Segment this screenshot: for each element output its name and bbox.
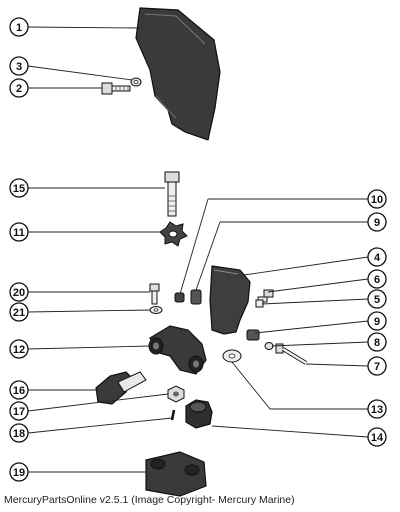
svg-text:7: 7 [374,361,380,373]
svg-text:15: 15 [13,183,25,195]
svg-text:6: 6 [374,274,380,286]
callout-11: 11 [9,222,29,242]
callout-7: 7 [367,356,387,376]
svg-text:2: 2 [16,83,22,95]
callout-8: 8 [367,332,387,352]
svg-text:11: 11 [13,227,25,239]
svg-text:3: 3 [16,61,22,73]
part-4-bracket [209,265,251,335]
callout-14: 14 [367,427,387,447]
callout-1: 1 [9,17,29,37]
svg-text:1: 1 [16,22,22,34]
part-9-bushing-upper [190,289,202,305]
svg-text:8: 8 [374,337,380,349]
part-10-nut [174,292,185,303]
svg-text:18: 18 [13,428,25,440]
part-11-star-washer [159,221,188,247]
part-8-washer [264,342,274,350]
svg-text:13: 13 [371,404,383,416]
part-3-washer [130,77,142,87]
part-20-bolt [149,283,160,305]
part-13-washer [222,349,242,363]
callout-6: 6 [367,269,387,289]
callout-5: 5 [367,289,387,309]
callout-13: 13 [367,399,387,419]
part-18-pin [170,409,176,421]
part-14-mount [185,399,213,429]
leader-lines [27,26,369,473]
svg-text:4: 4 [374,252,381,264]
callout-2: 2 [9,78,29,98]
part-17-nut [167,385,185,403]
part-9-bushing-lower [246,329,260,341]
callout-4: 4 [367,247,387,267]
part-15-bolt [164,171,180,217]
callout-3: 3 [9,56,29,76]
callout-9-upper: 9 [367,212,387,232]
part-16-swivel [95,371,147,405]
part-5-screw [255,299,264,308]
callout-10: 10 [367,189,387,209]
part-12-yoke [148,325,207,375]
svg-text:9: 9 [374,316,380,328]
callout-9-lower: 9 [367,311,387,331]
callout-19: 19 [9,462,29,482]
svg-text:19: 19 [13,467,25,479]
callout-17: 17 [9,401,29,421]
callout-15: 15 [9,178,29,198]
callout-12: 12 [9,339,29,359]
part-7-bolt [275,343,308,365]
svg-text:5: 5 [374,294,380,306]
image-caption: MercuryPartsOnline v2.5.1 (Image Copyrig… [4,494,295,506]
callout-10-text: 10 [371,194,383,206]
callout-14-text: 14 [371,432,384,444]
part-21-washer [149,306,163,314]
svg-text:9: 9 [374,217,380,229]
svg-text:12: 12 [13,344,25,356]
callout-21: 21 [9,302,29,322]
callout-20: 20 [9,282,29,302]
part-1-housing [135,7,221,141]
part-2-bolt [101,82,131,95]
svg-text:16: 16 [13,385,25,397]
callout-18: 18 [9,423,29,443]
svg-text:21: 21 [13,307,25,319]
svg-text:20: 20 [13,287,25,299]
callout-16: 16 [9,380,29,400]
part-19-clamp [145,451,207,497]
svg-text:17: 17 [13,406,25,418]
